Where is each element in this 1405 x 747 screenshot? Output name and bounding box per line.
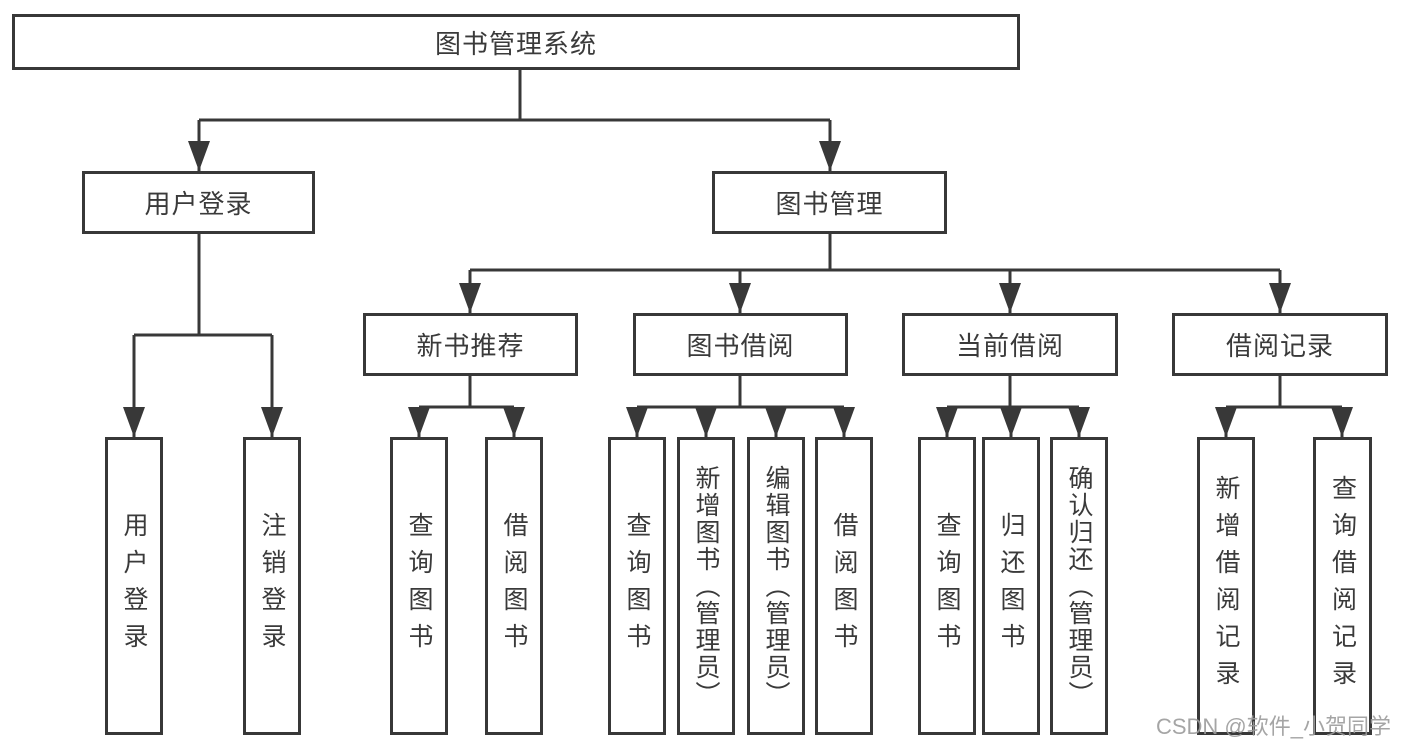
box-user-login: 用户登录 <box>82 171 315 234</box>
watermark: CSDN @软件_小贺同学 <box>1155 714 1391 739</box>
leaf-borrow-books-recommend: 借阅图书 <box>485 437 543 735</box>
box-borrow-record: 借阅记录 <box>1172 313 1388 376</box>
box-book-management: 图书管理 <box>712 171 947 234</box>
leaf-add-book-admin: 新增图书（管理员） <box>677 437 735 735</box>
box-book-borrow: 图书借阅 <box>633 313 848 376</box>
leaf-borrow-books: 借阅图书 <box>815 437 873 735</box>
box-current-borrow: 当前借阅 <box>902 313 1118 376</box>
leaf-user-login: 用户登录 <box>105 437 163 735</box>
leaf-logout-login: 注销登录 <box>243 437 301 735</box>
leaf-confirm-return-admin: 确认归还（管理员） <box>1050 437 1108 735</box>
leaf-edit-book-admin: 编辑图书（管理员） <box>747 437 805 735</box>
leaf-query-borrow-record: 查询借阅记录 <box>1313 437 1372 735</box>
box-root-system: 图书管理系统 <box>12 14 1020 70</box>
leaf-add-borrow-record: 新增借阅记录 <box>1197 437 1255 735</box>
box-new-book-recommend: 新书推荐 <box>363 313 578 376</box>
leaf-query-books-current: 查询图书 <box>918 437 976 735</box>
leaf-return-book: 归还图书 <box>982 437 1040 735</box>
leaf-query-books-recommend: 查询图书 <box>390 437 448 735</box>
leaf-query-books-borrow: 查询图书 <box>608 437 666 735</box>
